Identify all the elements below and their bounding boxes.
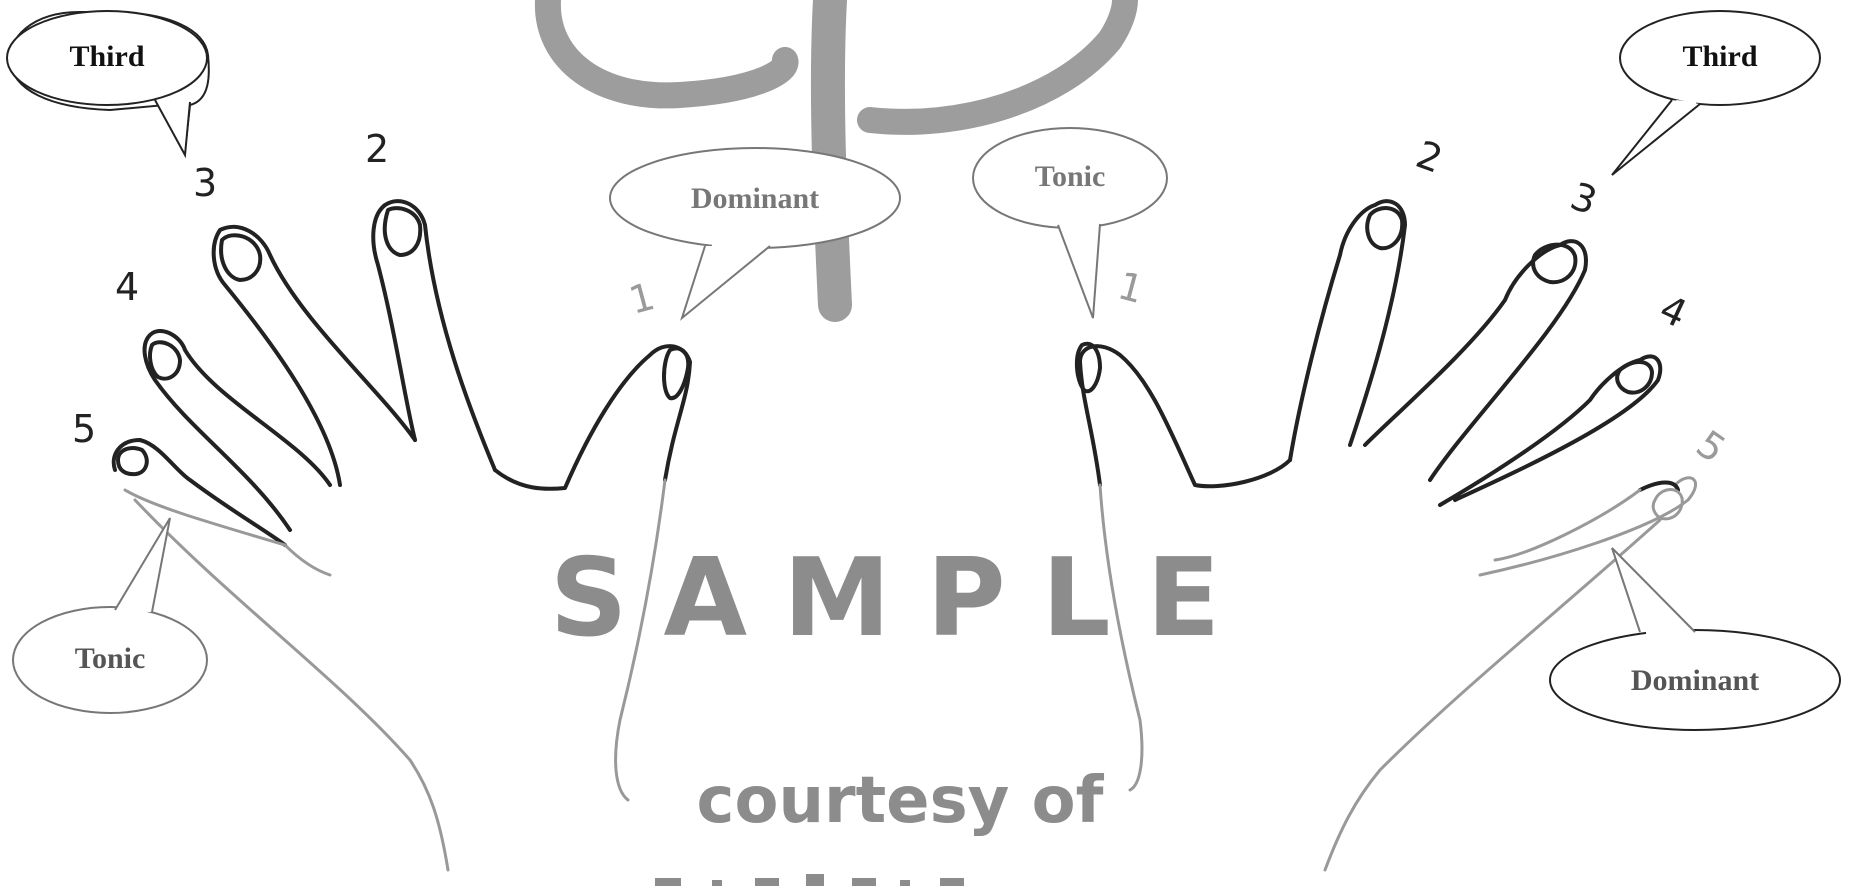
left-finger-number-1: 1 [624, 274, 659, 323]
right-finger-number-1: 1 [1113, 263, 1148, 312]
right-finger-number-5: 5 [1688, 422, 1733, 472]
left-finger-number-2: 2 [365, 127, 389, 171]
right-middle-nail [1533, 245, 1575, 283]
callout-left-dominant: Dominant [610, 148, 900, 318]
left-index-nail [385, 208, 420, 255]
callout-right-third-label: Third [1682, 40, 1757, 73]
callout-left-third: Third [7, 11, 209, 155]
watermark-cropped-line [655, 874, 964, 886]
left-middle-finger [214, 227, 415, 485]
right-finger-number-3: 3 [1565, 174, 1603, 224]
left-pinky-nail [118, 448, 147, 474]
left-palm [495, 346, 690, 489]
right-ring-finger [1440, 356, 1660, 505]
left-finger-number-3: 3 [193, 161, 217, 205]
callout-left-tonic-label: Tonic [75, 642, 146, 675]
left-finger-number-4: 4 [115, 265, 139, 309]
callout-right-dominant: Dominant [1550, 548, 1840, 730]
callout-right-third: Third [1612, 11, 1820, 175]
left-ring-nail [150, 342, 180, 378]
callout-right-dominant-label: Dominant [1631, 664, 1759, 697]
right-index-nail [1367, 208, 1402, 248]
right-ring-nail [1617, 362, 1652, 393]
left-finger-number-5: 5 [72, 407, 96, 451]
callout-left-dominant-label: Dominant [691, 182, 819, 215]
watermark-courtesy: courtesy of [697, 764, 1105, 838]
right-palm [1080, 346, 1290, 486]
left-middle-nail [221, 235, 260, 280]
right-finger-number-4: 4 [1653, 286, 1694, 336]
left-index-finger [373, 201, 495, 470]
watermark-sample: SAMPLE [550, 536, 1257, 661]
callout-left-tonic: Tonic [13, 518, 207, 713]
left-ring-finger [145, 331, 330, 530]
callout-left-third-label: Third [69, 40, 144, 73]
right-finger-number-2: 2 [1411, 132, 1449, 182]
callout-right-tonic-label: Tonic [1035, 160, 1106, 193]
